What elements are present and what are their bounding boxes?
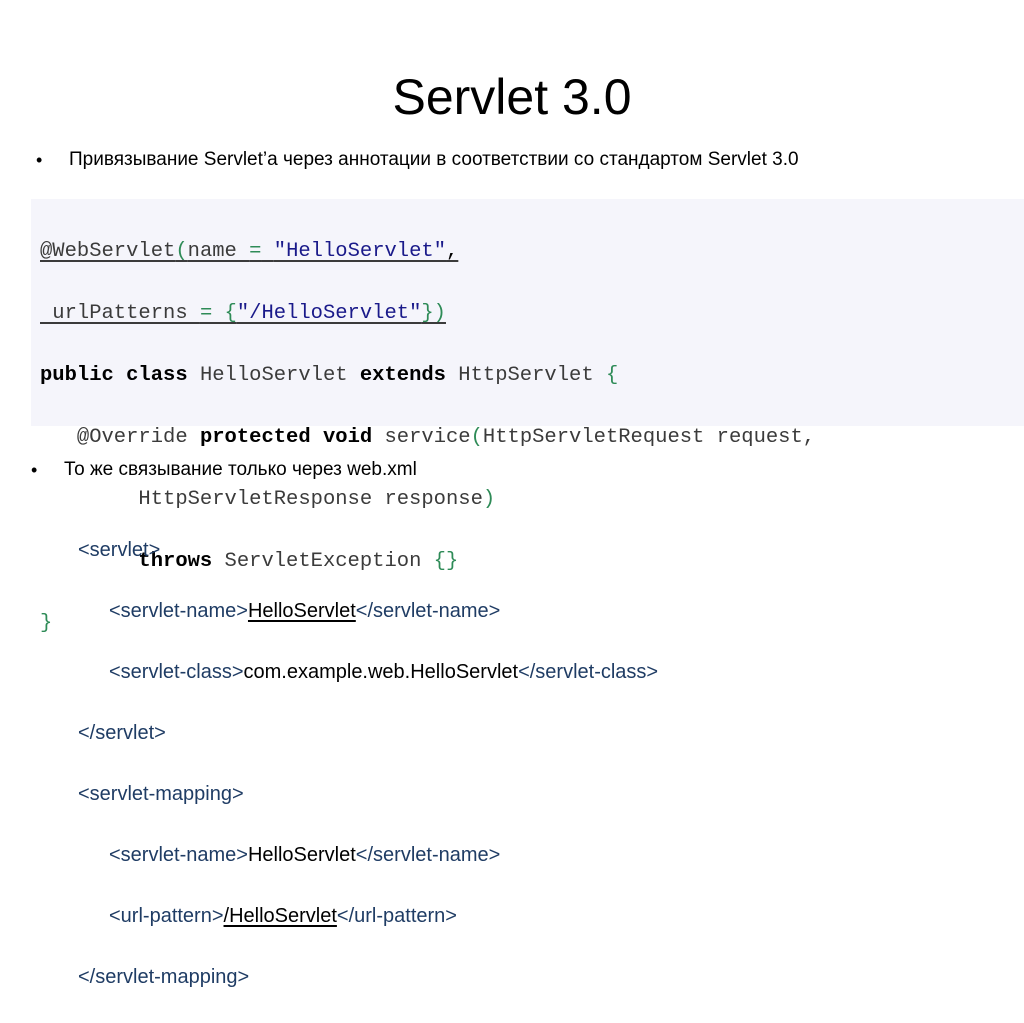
xml-line-2: <servlet-name>HelloServlet</servlet-name… (78, 596, 658, 627)
token-keyword: public (40, 364, 114, 387)
bullet-marker: • (31, 460, 38, 480)
code-line-5: HttpServletResponse response) (40, 484, 1024, 515)
token-punct: { (605, 364, 619, 387)
token-keyword: void (322, 426, 373, 449)
code-line-7: } (40, 608, 1024, 639)
xml-line-8: </servlet-mapping> (78, 962, 658, 993)
java-code-block: @WebServlet(name = "HelloServlet", urlPa… (31, 199, 1024, 635)
xml-line-7: <url-pattern>/HelloServlet</url-pattern> (78, 901, 658, 932)
xml-line-1: <servlet> (78, 535, 658, 566)
token-identifier: HttpServlet (446, 364, 606, 387)
token-space (261, 240, 273, 263)
xml-tag: <servlet-mapping> (78, 782, 244, 805)
token-punct: }) (421, 302, 446, 325)
token-attr: name (187, 240, 250, 263)
token-identifier: service (372, 426, 471, 449)
token-punct: {} (433, 550, 459, 573)
token-identifier: HelloServlet (187, 364, 360, 387)
xml-tag: <servlet-name> (109, 843, 248, 866)
xml-tag: </servlet> (78, 721, 166, 744)
bullet-marker: • (36, 150, 43, 170)
xml-value: HelloServlet (247, 599, 356, 622)
xml-code-block: <servlet> <servlet-name>HelloServlet</se… (78, 504, 658, 1023)
token-attr: urlPatterns (40, 302, 200, 325)
token-identifier: HttpServletRequest request, (482, 426, 816, 449)
token-string: "HelloServlet" (273, 240, 447, 263)
code-line-1: @WebServlet(name = "HelloServlet", (40, 236, 1024, 267)
bullet-annotations: • Привязывание Servlet’а через аннотации… (36, 147, 936, 173)
xml-tag: </servlet-name> (355, 843, 501, 866)
xml-tag: <servlet> (78, 538, 161, 561)
token-annotation: @Override (40, 426, 200, 449)
annotation-underline: urlPatterns = {"/HelloServlet"}) (40, 302, 446, 325)
code-line-2: urlPatterns = {"/HelloServlet"}) (40, 298, 1024, 329)
bullet-text: То же связывание только через web.xml (64, 459, 417, 480)
token-keyword: throws (138, 550, 213, 573)
xml-line-6: <servlet-name>HelloServlet</servlet-name… (78, 840, 658, 871)
xml-tag: </servlet-class> (518, 660, 659, 683)
code-line-6: throws ServletException {} (40, 546, 1024, 577)
code-line-4: @Override protected void service(HttpSer… (40, 422, 1024, 453)
xml-tag: </url-pattern> (336, 904, 457, 927)
code-line-3: public class HelloServlet extends HttpSe… (40, 360, 1024, 391)
xml-line-3: <servlet-class>com.example.web.HelloServ… (78, 657, 658, 688)
token-keyword: extends (359, 364, 446, 387)
bullet-text: Привязывание Servlet’а через аннотации в… (69, 149, 799, 170)
token-identifier: HttpServletResponse response (40, 488, 483, 511)
annotation-underline: @WebServlet(name = "HelloServlet", (40, 240, 458, 263)
token-punct: } (40, 612, 53, 635)
slide-title: Servlet 3.0 (392, 69, 632, 125)
xml-tag: </servlet-mapping> (78, 965, 250, 988)
xml-value: com.example.web.HelloServlet (243, 660, 519, 683)
xml-tag: <servlet-name> (109, 599, 248, 622)
token-punct: ) (482, 488, 496, 511)
xml-value: /HelloServlet (223, 904, 337, 927)
xml-tag: </servlet-name> (355, 599, 501, 622)
token-identifier: ServletException (212, 550, 434, 573)
token-punct: , (446, 240, 459, 263)
xml-line-4: </servlet> (78, 718, 658, 749)
xml-value: HelloServlet (247, 843, 356, 866)
token-punct: ( (470, 426, 483, 449)
token-string: "/HelloServlet" (236, 302, 422, 325)
token-keyword: class (126, 364, 188, 387)
token-punct: = (249, 240, 262, 263)
token-punct: ( (175, 240, 188, 263)
xml-tag: <url-pattern> (109, 904, 224, 927)
bullet-webxml: • То же связывание только через web.xml (31, 457, 931, 483)
token-punct: = { (199, 302, 237, 325)
token-annotation: @WebServlet (40, 240, 176, 263)
xml-tag: <servlet-class> (109, 660, 244, 683)
xml-line-5: <servlet-mapping> (78, 779, 658, 810)
token-keyword: protected (199, 426, 311, 449)
